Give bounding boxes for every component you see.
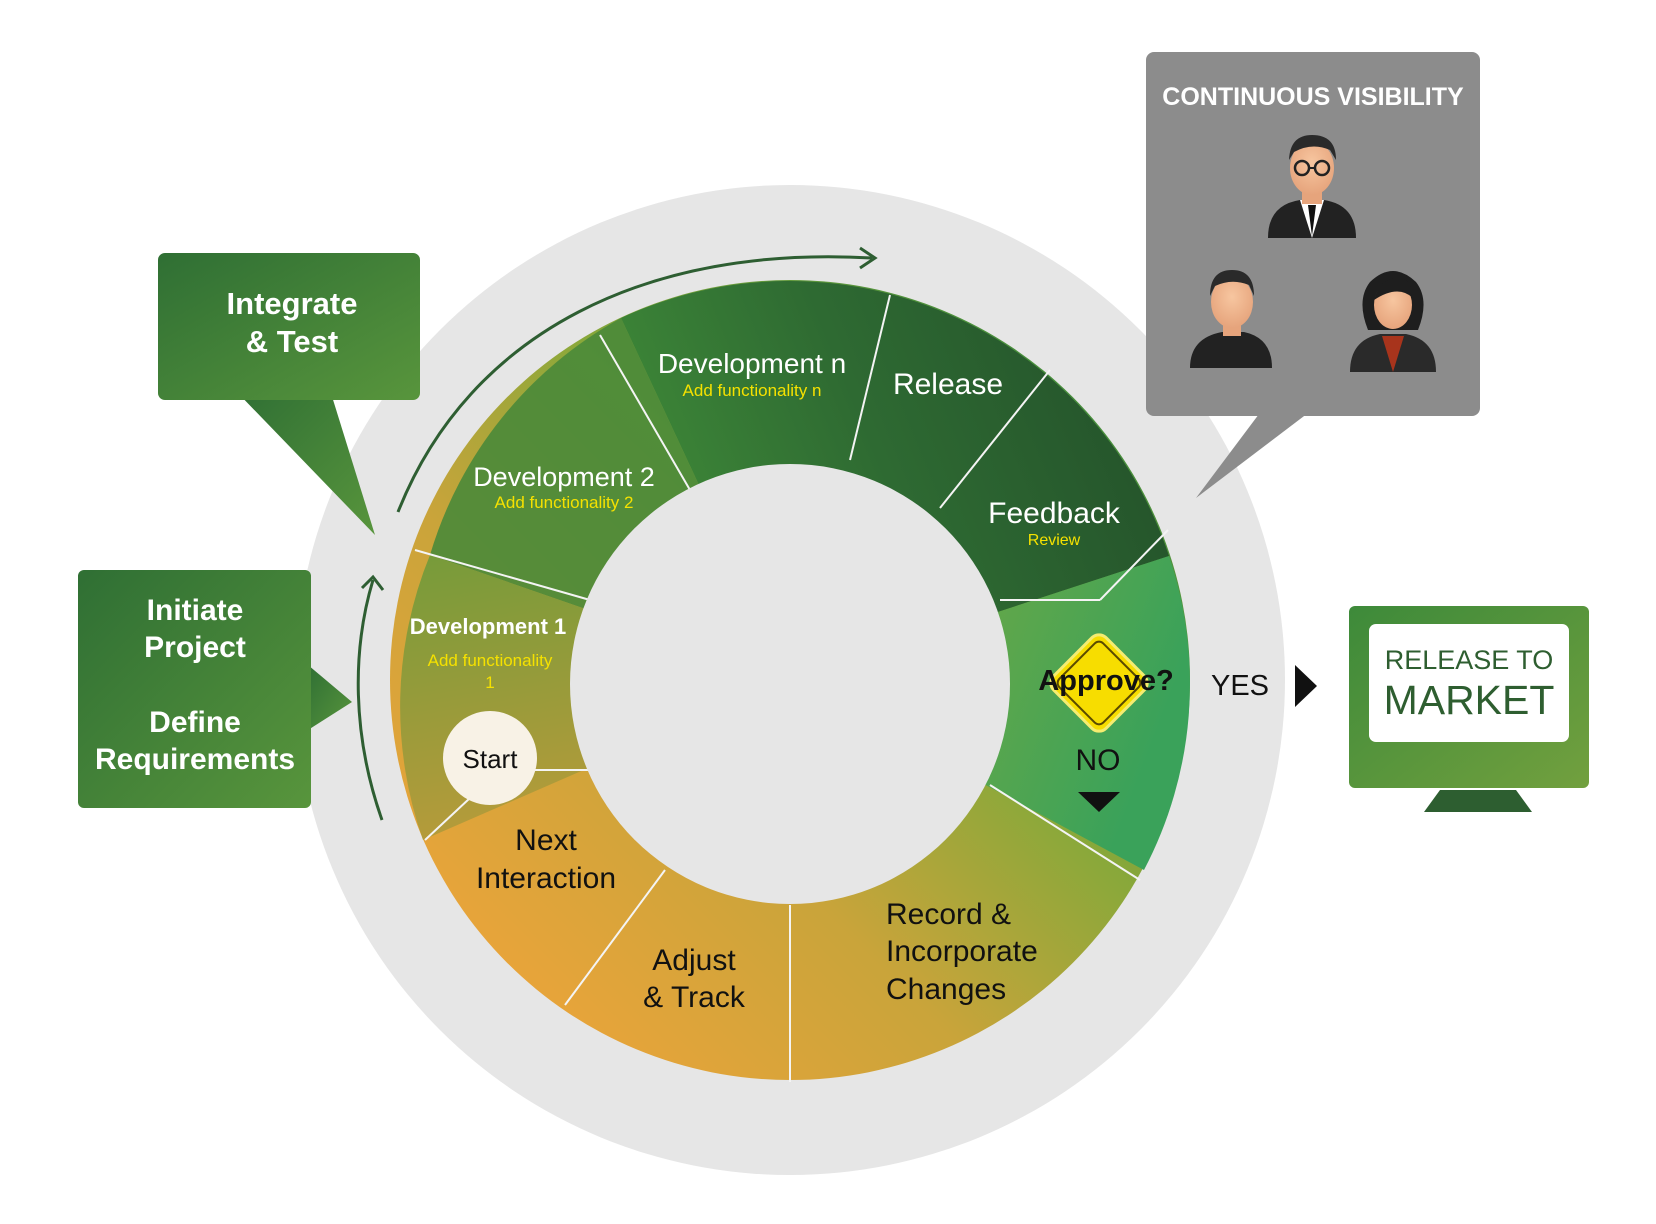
adjust-track-line2: & Track xyxy=(643,981,746,1014)
yes-label: YES xyxy=(1211,670,1269,702)
dev-1-title: Development 1 xyxy=(410,614,567,639)
approve-label: Approve? xyxy=(1038,665,1173,697)
start-circle xyxy=(443,711,537,805)
feedback-title: Feedback xyxy=(988,497,1121,530)
cycle-arrow-inner-head xyxy=(360,574,385,591)
dev-1-subtitle-line2: 1 xyxy=(485,673,494,692)
cycle-arrow-inner xyxy=(356,579,384,821)
record-line1: Record & xyxy=(886,898,1011,931)
manager-avatar-icon xyxy=(1268,135,1356,238)
record-line3: Changes xyxy=(886,973,1006,1006)
visibility-title: CONTINUOUS VISIBILITY xyxy=(1162,83,1464,111)
dev-n-subtitle: Add functionality n xyxy=(683,381,822,400)
no-label: NO xyxy=(1076,744,1121,777)
release-label: Release xyxy=(893,368,1003,401)
initiate-line1: Initiate xyxy=(147,594,244,627)
monitor-screen xyxy=(1369,624,1569,742)
release-market-line1: RELEASE TO xyxy=(1385,645,1554,675)
approve-diamond-inner xyxy=(1056,640,1142,726)
segment-dividers xyxy=(414,294,1169,1082)
dev-2-subtitle: Add functionality 2 xyxy=(495,493,634,512)
feedback-subtitle: Review xyxy=(1028,532,1081,549)
client-avatar-icon xyxy=(1350,271,1436,372)
integrate-callout xyxy=(158,253,420,400)
dev-2-title: Development 2 xyxy=(473,462,655,492)
dev-n-title: Development n xyxy=(658,348,846,379)
initiate-callout-tail xyxy=(308,665,352,730)
define-line2: Requirements xyxy=(95,743,295,776)
next-interaction-line2: Interaction xyxy=(476,862,616,895)
developer-avatar-icon xyxy=(1190,270,1272,368)
dev-1-subtitle-line1: Add functionality xyxy=(428,651,553,670)
cycle-arrow-outer xyxy=(396,255,873,513)
cycle-arrow-outer-head xyxy=(859,246,878,270)
define-line1: Define xyxy=(149,706,241,739)
start-label: Start xyxy=(463,744,519,774)
integrate-line1: Integrate xyxy=(227,286,358,321)
release-market-line2: MARKET xyxy=(1384,677,1555,723)
integrate-line2: & Test xyxy=(246,324,338,359)
next-interaction-line1: Next xyxy=(515,824,577,857)
approve-diamond xyxy=(1049,633,1149,733)
wheel-center xyxy=(570,464,1010,904)
initiate-callout xyxy=(78,570,311,808)
visibility-callout-tail xyxy=(1196,410,1312,498)
yes-arrow-icon xyxy=(1295,665,1317,707)
monitor-stand xyxy=(1424,790,1532,812)
no-arrow-icon xyxy=(1078,792,1120,812)
integrate-callout-tail xyxy=(235,390,375,535)
adjust-track-line1: Adjust xyxy=(652,944,736,977)
initiate-line2: Project xyxy=(144,631,246,664)
record-line2: Incorporate xyxy=(886,935,1038,968)
